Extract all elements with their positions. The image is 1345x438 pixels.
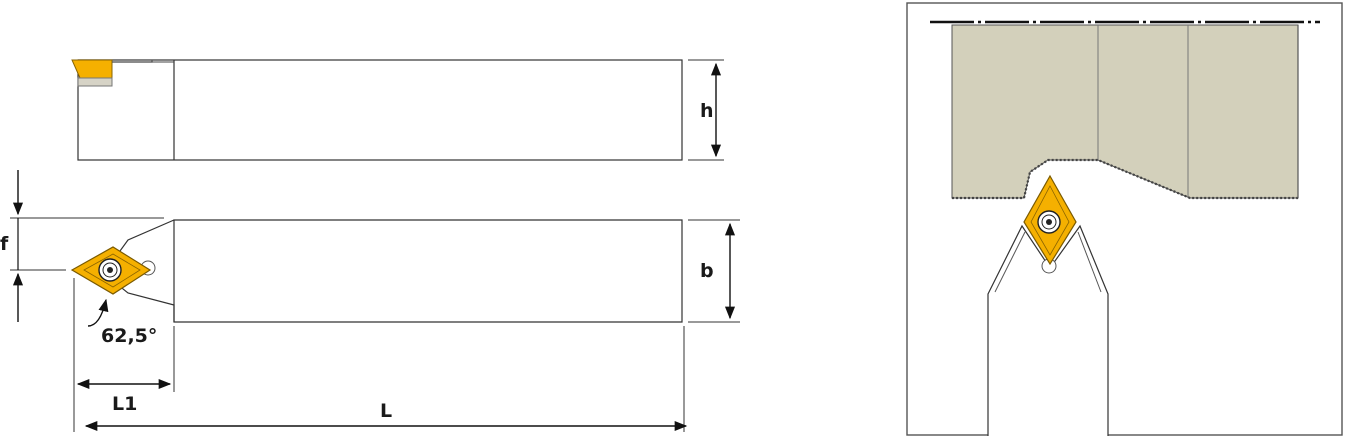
dimension-L xyxy=(84,326,688,432)
insert-side-view xyxy=(71,59,174,87)
dimension-b xyxy=(688,219,740,323)
dimension-h xyxy=(688,59,724,161)
dimension-L1 xyxy=(73,278,175,432)
label-h: h xyxy=(700,100,714,122)
operation-view xyxy=(906,2,1343,436)
top-view xyxy=(111,219,683,323)
side-view xyxy=(77,59,683,161)
label-L: L xyxy=(380,400,392,422)
label-angle: 62,5° xyxy=(101,325,157,347)
dimension-f xyxy=(10,170,164,322)
angle-indicator xyxy=(87,298,109,327)
insert-shim xyxy=(77,77,113,87)
label-f: f xyxy=(0,233,9,255)
label-L1: L1 xyxy=(112,393,137,415)
label-b: b xyxy=(700,260,714,282)
shank-side xyxy=(77,59,683,161)
shank-top xyxy=(173,219,683,323)
insert-top-view xyxy=(70,246,156,295)
